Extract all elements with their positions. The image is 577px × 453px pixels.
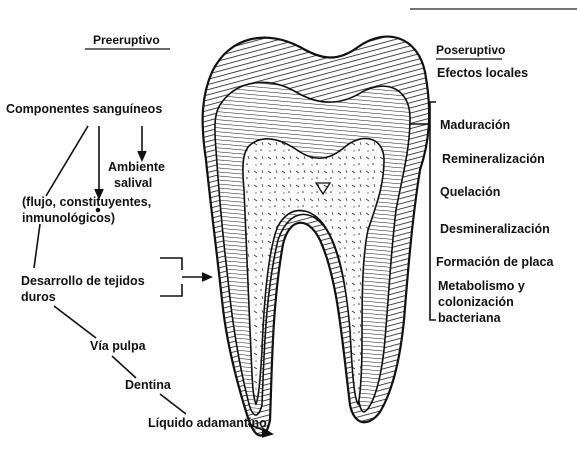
effect-remineralization: Remineralización [442,152,545,166]
hard-tissue-label-1: Desarrollo de tejidos [21,274,145,288]
effect-metabolism-1: Metabolismo y [438,279,525,293]
effect-metabolism-3: bacteriana [438,311,502,325]
effect-demineralization: Desmineralización [440,222,550,236]
effect-plaque-formation: Formación de placa [436,255,554,269]
blood-components-label: Componentes sanguíneos [6,102,162,116]
dentin-label: Dentina [125,378,172,392]
local-effects-header: Efectos locales [437,66,528,80]
salivary-environment-label-1: Ambiente [108,160,165,174]
pulp-route-label: Vía pulpa [90,339,147,353]
effect-metabolism-2: colonización [438,295,514,309]
adamantine-liquid-label: Líquido adamantino [148,416,267,430]
flow-label-1: (flujo, constituyentes, [22,195,151,209]
dentin-layer [215,83,410,416]
salivary-environment-label-2: salival [114,176,152,190]
posteruptive-header: Poseruptivo [436,43,505,57]
effect-chelation: Quelación [440,185,500,199]
preeruptive-header: Preeruptivo [93,33,160,47]
flow-label-2: inmunológicos) [22,211,115,225]
hard-tissue-label-2: duros [21,290,56,304]
effect-maturation: Maduración [440,118,510,132]
